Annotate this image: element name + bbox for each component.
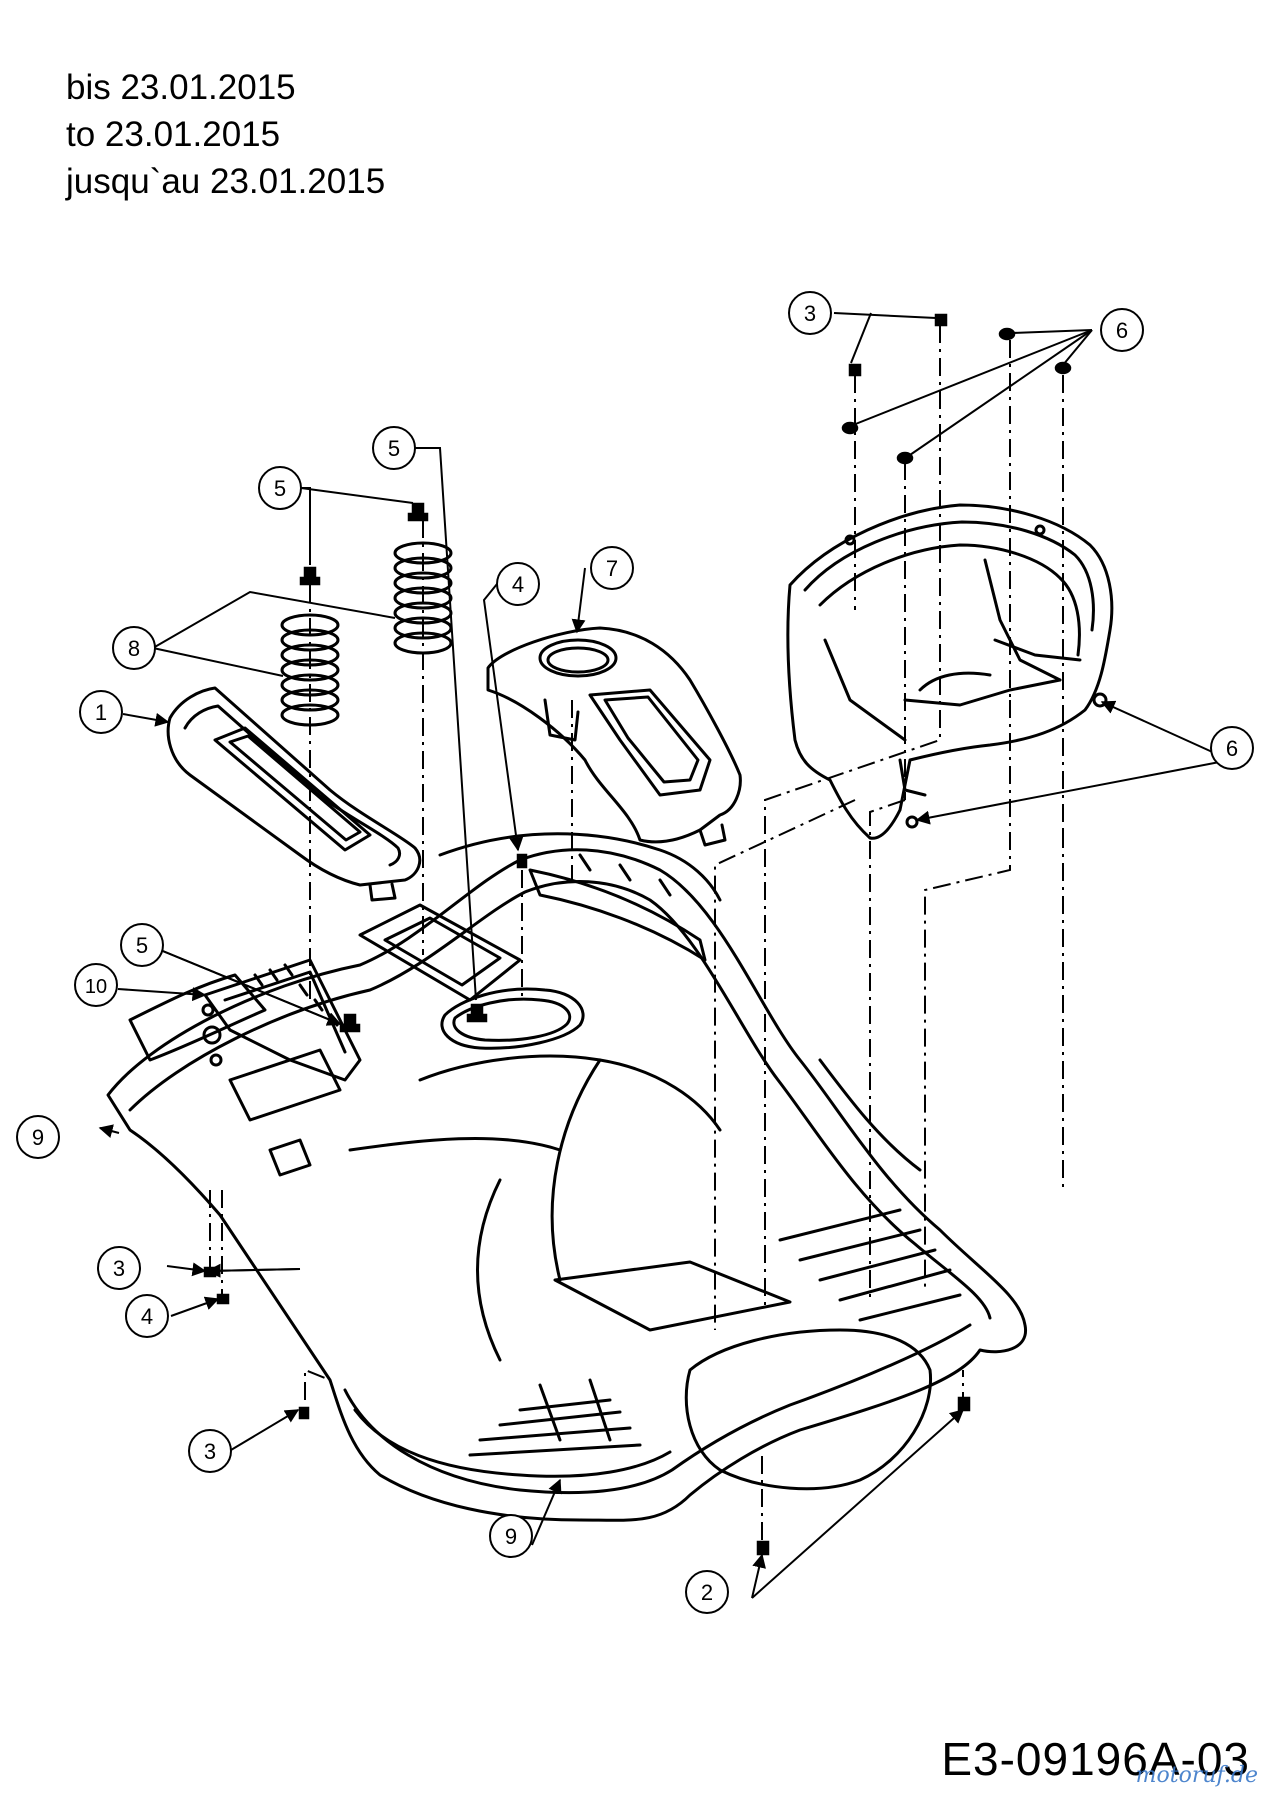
svg-text:9: 9 xyxy=(32,1125,44,1150)
callout-7: 7 xyxy=(590,546,634,590)
svg-text:1: 1 xyxy=(95,700,107,725)
callout-1-upper-left: 1 xyxy=(79,690,123,734)
svg-text:6: 6 xyxy=(1226,736,1238,761)
nut-6-d xyxy=(1054,361,1072,375)
bolt-3-d xyxy=(848,363,862,377)
rear-tray-part xyxy=(786,503,1114,840)
validity-line-de: bis 23.01.2015 xyxy=(66,68,296,107)
callout-5-a: 5 xyxy=(258,466,302,510)
svg-text:9: 9 xyxy=(505,1524,517,1549)
bolt-4-a xyxy=(516,853,528,869)
callout-10: 10 xyxy=(74,963,118,1007)
svg-text:6: 6 xyxy=(1116,318,1128,343)
callout-9-bottom: 9 xyxy=(489,1514,533,1558)
svg-text:5: 5 xyxy=(388,436,400,461)
svg-text:3: 3 xyxy=(804,301,816,326)
seat-pad-part xyxy=(166,686,422,902)
bolt-5-a xyxy=(299,566,321,586)
fender-body-part xyxy=(106,832,1027,1522)
svg-text:4: 4 xyxy=(512,572,524,597)
svg-text:4: 4 xyxy=(141,1304,153,1329)
svg-text:3: 3 xyxy=(204,1439,216,1464)
callout-5-b: 5 xyxy=(372,426,416,470)
validity-note: bis 23.01.2015 to 23.01.2015 jusqu`au 23… xyxy=(66,64,385,205)
callout-4-top: 4 xyxy=(496,562,540,606)
callout-3-bottom: 3 xyxy=(188,1429,232,1473)
callout-9-left: 9 xyxy=(16,1115,60,1159)
svg-text:5: 5 xyxy=(136,933,148,958)
callout-4-left: 4 xyxy=(125,1294,169,1338)
callout-5-c: 5 xyxy=(120,923,164,967)
svg-text:10: 10 xyxy=(85,976,107,998)
nut-6-c xyxy=(998,327,1016,341)
bolt-5-b xyxy=(407,502,429,522)
svg-text:5: 5 xyxy=(274,476,286,501)
callout-balloons: 1 8 5 5 4 7 3 6 6 5 10 9 3 4 3 9 2 xyxy=(16,291,1254,1614)
leader-lines xyxy=(98,567,1231,1599)
bolt-3-b xyxy=(298,1406,310,1420)
validity-line-fr: jusqu`au 23.01.2015 xyxy=(66,162,386,201)
watermark-logo: motoruf.de xyxy=(1135,1763,1258,1788)
document-number: E3-09196A-03 xyxy=(941,1733,1250,1785)
callout-8: 8 xyxy=(112,626,156,670)
callout-6-right: 6 xyxy=(1210,726,1254,770)
callout-2: 2 xyxy=(685,1570,729,1614)
svg-text:8: 8 xyxy=(128,636,140,661)
callout-3-left: 3 xyxy=(97,1246,141,1290)
svg-text:7: 7 xyxy=(606,556,618,581)
bolt-5-d xyxy=(339,1013,361,1033)
validity-line-en: to 23.01.2015 xyxy=(66,115,281,154)
bolt-3-c xyxy=(934,313,948,327)
svg-text:2: 2 xyxy=(701,1580,713,1605)
leader-lines-plain xyxy=(152,312,1093,1001)
svg-text:3: 3 xyxy=(113,1256,125,1281)
callout-6-top: 6 xyxy=(1100,308,1144,352)
console-part xyxy=(486,626,742,847)
callout-3-top: 3 xyxy=(788,291,832,335)
bolt-4-b xyxy=(216,1293,230,1305)
bolt-2-b xyxy=(756,1540,770,1556)
